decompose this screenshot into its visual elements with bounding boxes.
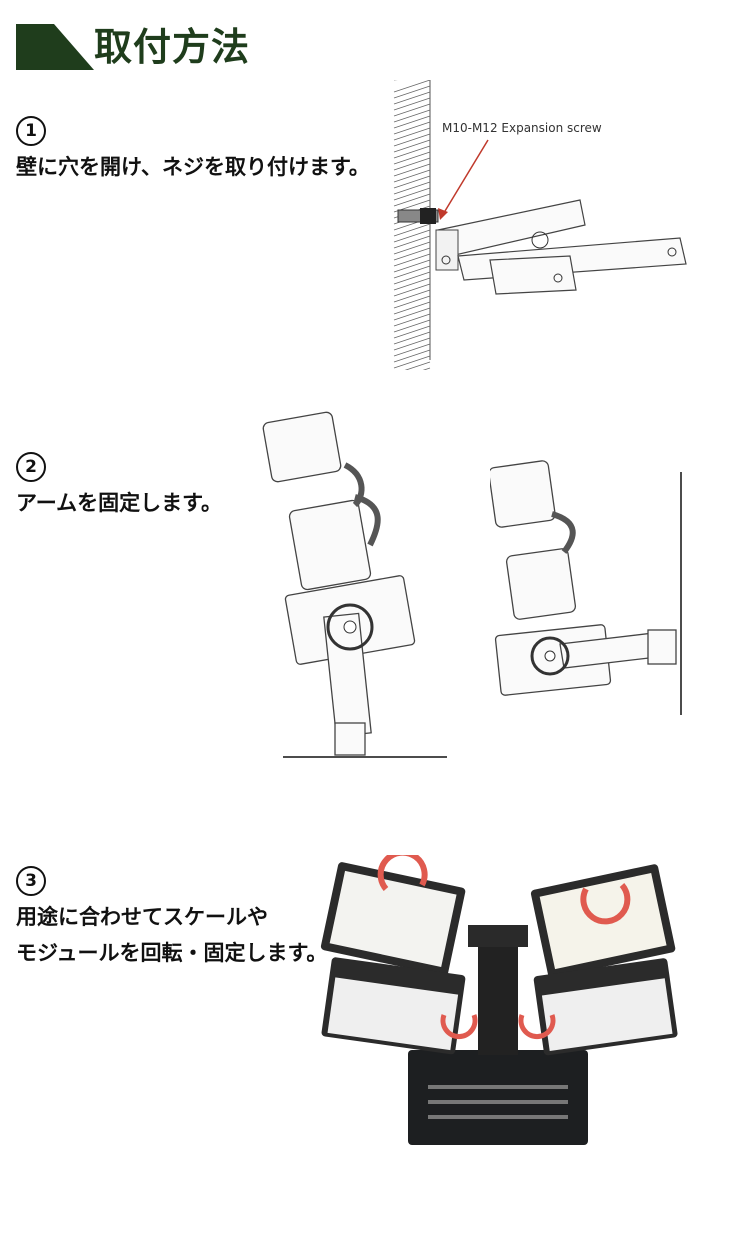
step-3-text-line1: 用途に合わせてスケールや	[16, 905, 268, 929]
step-1-text: 壁に穴を開け、ネジを取り付けます。	[16, 155, 370, 179]
step-2-wall-arm-diagram	[490, 460, 682, 715]
expansion-screw-label: M10-M12 Expansion screw	[442, 121, 602, 135]
step-3-text-line2: モジュールを回転・固定します。	[16, 941, 328, 965]
section-header: 取付方法	[16, 22, 416, 74]
step-3-floodlight-photo	[320, 855, 678, 1145]
header-accent-shape	[16, 24, 94, 70]
step-2-text: アームを固定します。	[16, 491, 223, 515]
step-2-number: 2	[16, 452, 46, 482]
step-3-number: 3	[16, 866, 46, 896]
step-1-number: 1	[16, 116, 46, 146]
step-2-pole-mount-diagram	[262, 411, 447, 758]
page-title: 取付方法	[94, 25, 251, 69]
step-1-wall-mount-diagram: M10-M12 Expansion screw	[393, 80, 687, 370]
